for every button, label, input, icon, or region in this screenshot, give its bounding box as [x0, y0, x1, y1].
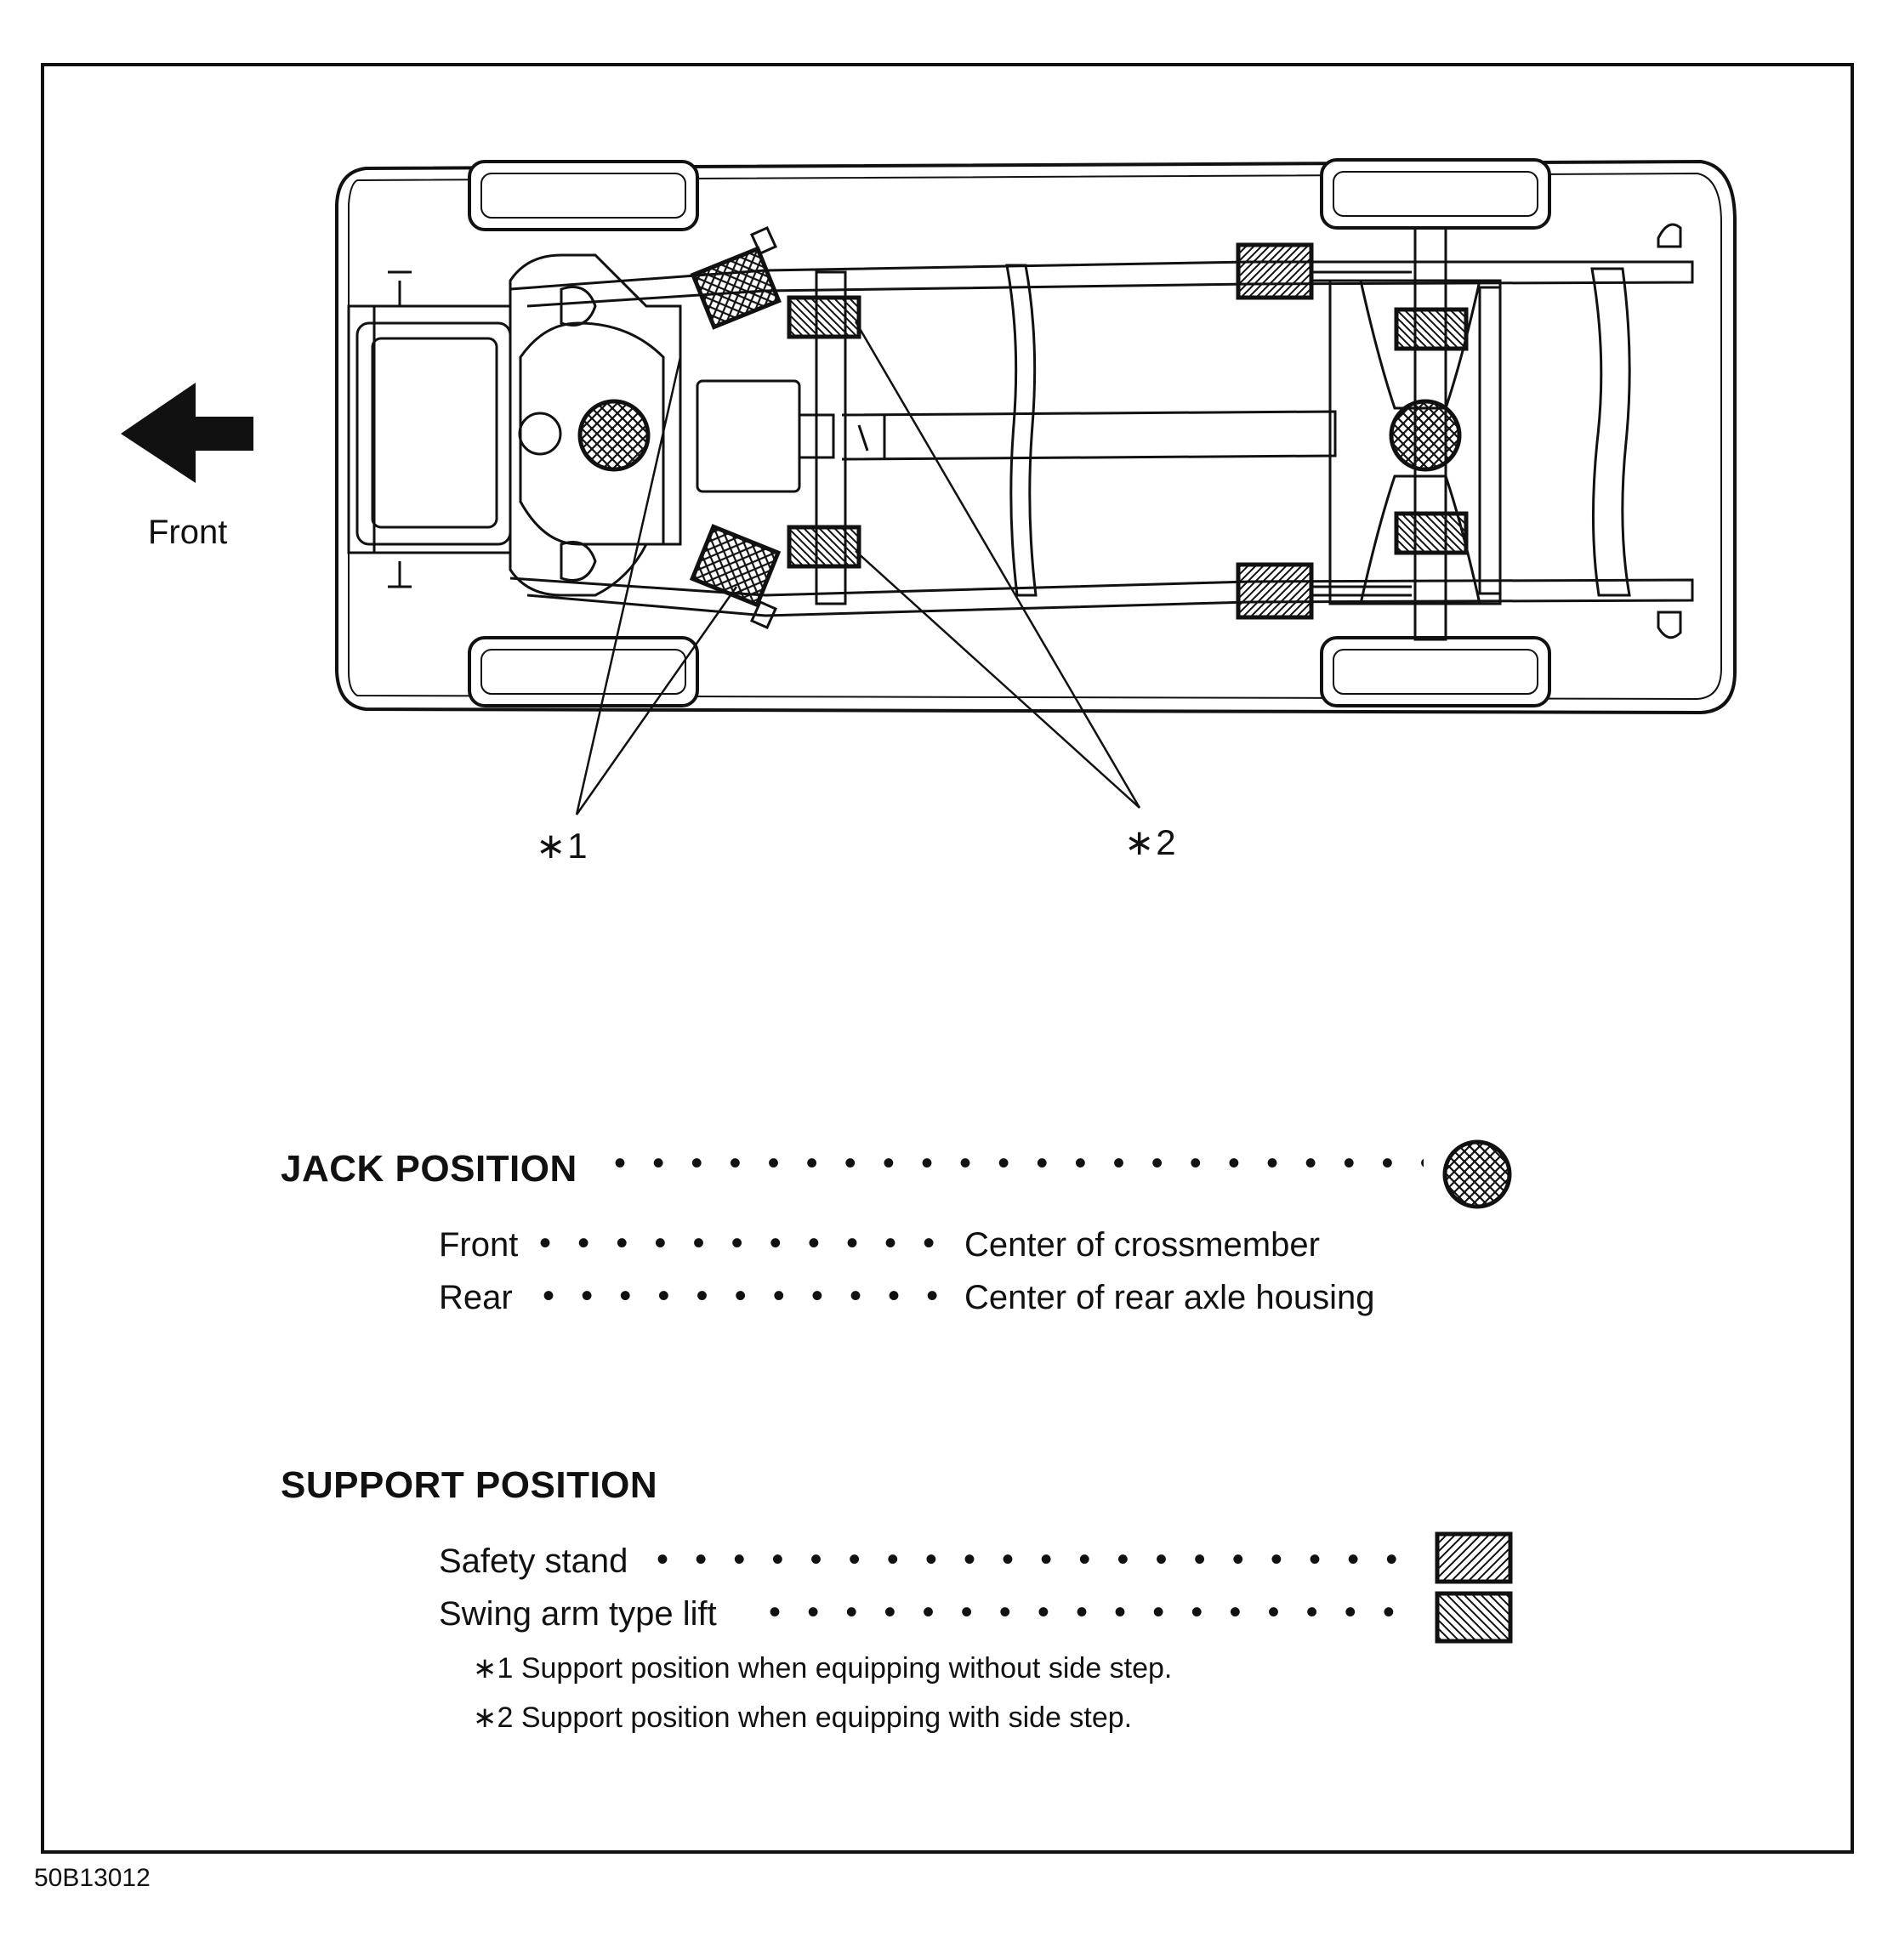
chassis-frame — [347, 223, 1694, 641]
front-arrow-icon — [121, 383, 253, 483]
safety-stand-symbol-icon — [1435, 1531, 1513, 1584]
leader-dots: • • • • • • • • • • • • • • • • • • — [543, 1277, 954, 1315]
jack-rear-value: Center of rear axle housing — [964, 1279, 1375, 1316]
jack-front-label: Front — [439, 1226, 519, 1264]
rear-support-right — [1236, 562, 1314, 620]
safety-stand-label: Safety stand — [439, 1542, 628, 1580]
rear-axle-support-right — [1394, 511, 1469, 555]
leader-dots: • • • • • • • • • • • • • • • • • • • • … — [614, 1145, 1424, 1182]
front-jack-point — [577, 399, 651, 472]
support-point-2-left — [787, 295, 861, 339]
front-right-wheel — [468, 636, 699, 707]
swing-arm-lift-symbol-icon — [1435, 1591, 1513, 1644]
support-point-2-right — [787, 525, 861, 569]
jack-front-value: Center of crossmember — [964, 1226, 1320, 1264]
figure-frame — [41, 63, 1854, 1854]
front-left-wheel — [468, 160, 699, 231]
jack-position-heading: JACK POSITION — [281, 1148, 577, 1190]
support-point-1-right — [689, 524, 782, 608]
rear-right-wheel — [1320, 636, 1551, 707]
callout-label-2: ∗2 — [1124, 822, 1178, 862]
front-direction-label: Front — [148, 514, 228, 551]
rear-left-wheel — [1320, 158, 1551, 230]
leader-dots: • • • • • • • • • • • • • • • • • • — [539, 1224, 954, 1262]
callout-lines — [575, 321, 1141, 815]
note-1: ∗1 Support position when equipping witho… — [473, 1652, 1173, 1684]
jack-rear-label: Rear — [439, 1279, 513, 1316]
body-outline — [335, 159, 1737, 715]
swing-arm-lift-label: Swing arm type lift — [439, 1595, 717, 1633]
rear-jack-point — [1389, 399, 1462, 472]
rear-axle-support-left — [1394, 307, 1469, 351]
figure-code: 50B13012 — [34, 1864, 151, 1892]
support-position-heading: SUPPORT POSITION — [281, 1464, 658, 1506]
jack-symbol-icon — [1442, 1139, 1512, 1209]
callout-label-1: ∗1 — [536, 826, 589, 866]
note-2: ∗2 Support position when equipping with … — [473, 1702, 1133, 1734]
leader-dots: • • • • • • • • • • • • • • • • • • • • … — [769, 1594, 1420, 1631]
leader-dots: • • • • • • • • • • • • • • • • • • • • … — [657, 1541, 1420, 1578]
support-point-1-left — [690, 246, 782, 330]
vehicle-underside-diagram — [121, 158, 1737, 815]
rear-support-left — [1236, 242, 1314, 300]
